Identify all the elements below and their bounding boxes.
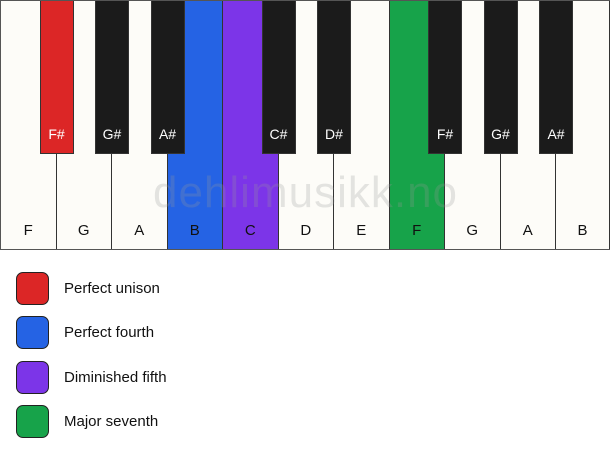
key-label: E: [356, 222, 367, 239]
key-label: A#: [547, 126, 565, 142]
key-label: B: [189, 222, 200, 239]
legend-label: Major seventh: [64, 413, 159, 430]
key-label: G: [77, 222, 90, 239]
key-label: F: [23, 222, 33, 239]
black-key-f-sharp: F#: [428, 1, 462, 154]
key-label: A#: [158, 126, 177, 142]
key-label: G: [466, 222, 479, 239]
legend-swatch-red: [16, 272, 49, 305]
legend-label: Perfect fourth: [64, 324, 155, 341]
legend-swatch-purple: [16, 361, 49, 394]
legend-swatch-green: [16, 405, 49, 438]
key-label: F#: [48, 126, 65, 142]
key-label: A: [134, 222, 145, 239]
key-label: D#: [325, 126, 343, 142]
key-label: C: [244, 222, 256, 239]
black-key-g-sharp: G#: [483, 1, 518, 154]
key-label: C#: [269, 126, 288, 142]
legend-swatch-blue: [16, 316, 49, 349]
key-label: D: [300, 222, 312, 239]
legend-label: Perfect unison: [64, 280, 160, 297]
key-label: G#: [102, 126, 122, 142]
legend-label: Diminished fifth: [64, 369, 167, 386]
black-key-f-sharp-highlighted: F#: [39, 1, 74, 154]
key-label: F#: [436, 126, 454, 142]
key-label: B: [577, 222, 588, 239]
key-label: G#: [491, 126, 510, 142]
key-label: F: [412, 222, 422, 239]
black-key-d-sharp: D#: [317, 1, 351, 154]
black-key-c-sharp: C#: [261, 1, 296, 154]
piano-keyboard: F G A B C D E F G A B F# G# A# C# D# F# …: [0, 0, 610, 250]
black-key-a-sharp: A#: [150, 1, 185, 154]
black-key-a-sharp: A#: [539, 1, 573, 154]
black-key-g-sharp: G#: [95, 1, 129, 154]
key-label: A: [522, 222, 533, 239]
